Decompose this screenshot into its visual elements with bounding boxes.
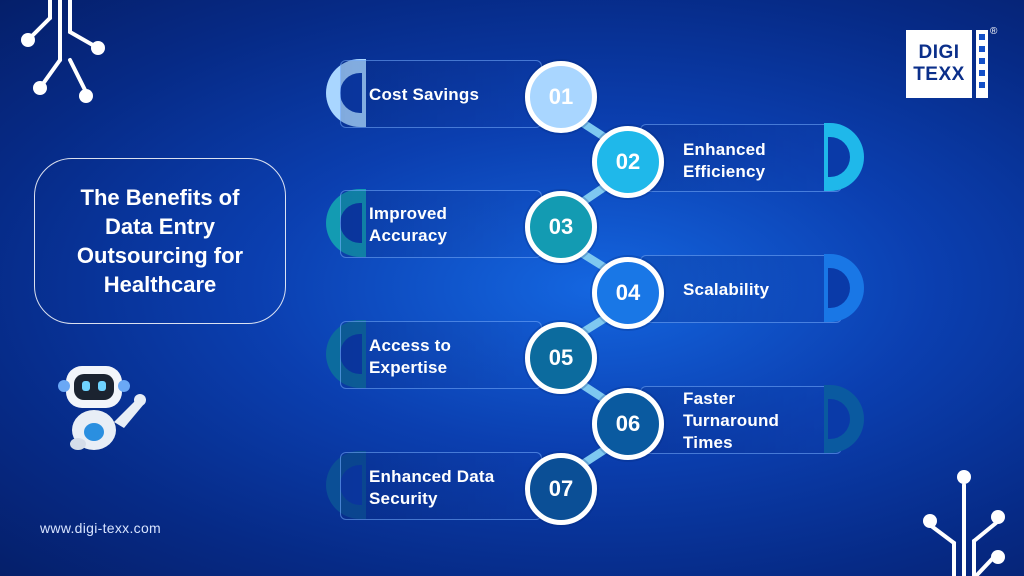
benefit-label-05: Access to Expertise <box>369 336 452 377</box>
list-item-06 <box>640 386 842 454</box>
page-title: The Benefits of Data Entry Outsourcing f… <box>76 185 244 297</box>
benefit-number-04: 04 <box>592 257 664 329</box>
circuit-icon <box>923 470 1005 576</box>
benefit-number-02: 02 <box>592 126 664 198</box>
benefit-number-05: 05 <box>525 322 597 394</box>
benefit-label-01: Cost Savings <box>369 85 480 104</box>
list-item-04 <box>640 255 842 323</box>
benefit-number-06: 06 <box>592 388 664 460</box>
benefit-label-07: Enhanced Data Security <box>369 467 495 508</box>
website-url: www.digi-texx.com <box>40 520 162 536</box>
benefit-number-03: 03 <box>525 191 597 263</box>
brand-logo: DIGI TEXX ® <box>906 26 997 98</box>
benefit-label-06: Faster Turnaround Times <box>683 389 780 452</box>
list-item-03 <box>340 190 542 258</box>
logo-line-1: DIGI <box>918 42 960 63</box>
list-item-02 <box>640 124 842 192</box>
title-box: The Benefits of Data Entry Outsourcing f… <box>34 158 286 324</box>
circuit-icon <box>21 0 105 103</box>
list-item-05 <box>340 321 542 389</box>
list-item-07 <box>340 452 542 520</box>
benefit-label-02: Enhanced Efficiency <box>683 140 766 181</box>
logo-line-2: TEXX <box>913 64 965 85</box>
benefit-number-01: 01 <box>525 61 597 133</box>
benefit-label-03: Improved Accuracy <box>369 204 448 245</box>
benefit-number-07: 07 <box>525 453 597 525</box>
benefit-label-04: Scalability <box>683 280 770 299</box>
registered-mark: ® <box>990 26 998 37</box>
film-strip-icon <box>976 30 988 98</box>
robot-icon <box>58 366 146 450</box>
